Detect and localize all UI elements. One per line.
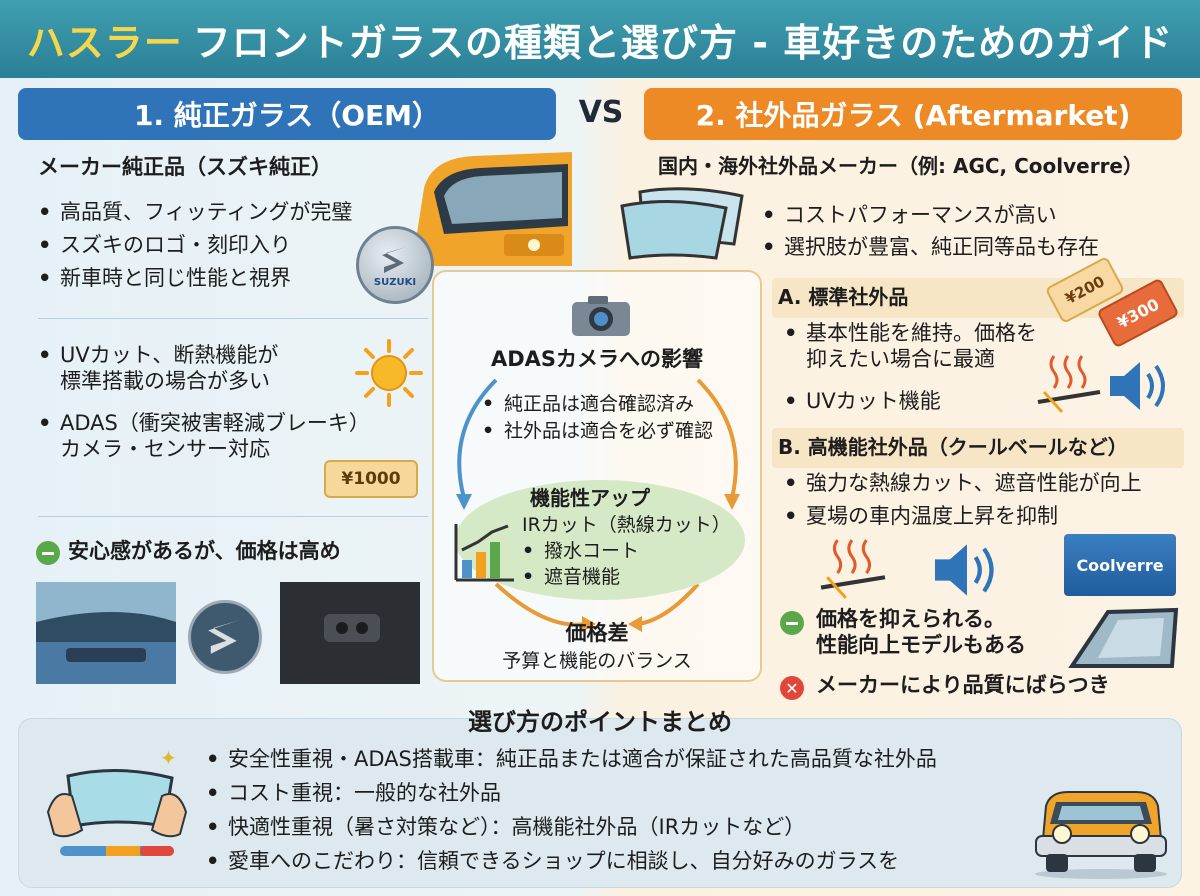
oem-subtitle: メーカー純正品（スズキ純正）	[38, 155, 332, 179]
premium-bullet: •夏場の車内温度上昇を抑制	[784, 504, 1058, 528]
camera-unit-photo	[280, 582, 420, 684]
minus-icon	[36, 541, 60, 565]
title-accent: ハスラー	[26, 20, 183, 65]
windshield-icon	[620, 187, 744, 260]
oem-bullet: •新車時と同じ性能と視界	[38, 266, 291, 290]
summary-panel	[18, 718, 1182, 888]
summary-point: •安全性重視・ADAS搭載車：純正品または適合が保証された高品質な社外品	[206, 747, 937, 771]
func-item: •遮音機能	[522, 566, 621, 588]
speaker-icon	[935, 544, 994, 596]
aftermarket-bullet: •選択肢が豊富、純正同等品も存在	[762, 235, 1099, 259]
oem-header: 1. 純正ガラス（OEM）	[18, 88, 556, 140]
yellow-car-illustration	[1035, 791, 1167, 879]
divider	[38, 318, 428, 319]
page-title: ハスラー フロントガラスの種類と選び方 - 車好きのためのガイド	[0, 0, 1200, 78]
price-tag: ¥1000	[324, 460, 418, 498]
summary-point: •コスト重視：一般的な社外品	[206, 781, 501, 805]
aftermarket-header: 2. 社外品ガラス (Aftermarket)	[644, 88, 1182, 140]
func-item: •撥水コート	[522, 540, 640, 562]
side-window-glass-icon	[1068, 607, 1179, 668]
summary-title: 選び方のポイントまとめ	[468, 708, 732, 736]
camera-bullet: •純正品は適合確認済み	[482, 393, 695, 415]
oem-feature: •UVカット、断熱機能が標準搭載の場合が多い	[38, 343, 279, 394]
sparkle-icon: ✦	[160, 746, 177, 770]
summary-point: •愛車へのこだわり：信頼できるショップに相談し、自分好みのガラスを	[206, 849, 900, 873]
price-title: 価格差	[565, 621, 629, 645]
suzuki-logo-icon	[208, 620, 240, 654]
summary-point: •快適性重視（暑さ対策など）：高機能社外品（IRカットなど）	[206, 815, 806, 839]
camera-icon	[572, 296, 630, 336]
suzuki-logo-icon	[382, 246, 406, 273]
standard-bullet: •UVカット機能	[784, 389, 941, 413]
hands-windshield-icon	[46, 768, 188, 856]
standard-title: A. 標準社外品	[778, 285, 909, 309]
aftermarket-pro: 価格を抑えられる。性能向上モデルもある	[816, 607, 1026, 658]
camera-bullet: •社外品は適合を必ず確認	[482, 420, 714, 442]
suzuki-badge-text: SUZUKI	[373, 276, 417, 288]
cycle-arrows	[456, 378, 740, 632]
premium-title: B. 高機能社外品（クールベールなど）	[778, 435, 1128, 459]
divider	[38, 516, 428, 517]
aftermarket-subtitle: 国内・海外社外品メーカー（例: AGC, Coolverre）	[658, 154, 1143, 178]
oem-con: 安心感があるが、価格は高め	[68, 539, 341, 563]
center-panel	[432, 270, 762, 682]
camera-title: ADASカメラへの影響	[490, 347, 704, 371]
minus-icon	[780, 611, 804, 635]
func-item: IRカット（熱線カット）	[522, 514, 731, 536]
bar-chart-icon	[454, 524, 514, 582]
vs-label: VS	[578, 95, 624, 130]
premium-bullet: •強力な熱線カット、遮音性能が向上	[784, 471, 1142, 495]
oem-feature: •ADAS（衝突被害軽減ブレーキ）カメラ・センサー対応	[38, 411, 370, 462]
oem-bullet: •スズキのロゴ・刻印入り	[38, 233, 291, 257]
func-title: 機能性アップ	[530, 486, 650, 510]
interior-photo	[36, 582, 176, 684]
heat-cut-icon	[1037, 355, 1101, 414]
aftermarket-bullet: •コストパフォーマンスが高い	[762, 203, 1057, 227]
title-main: フロントガラスの種類と選び方 - 車好きのためのガイド	[192, 20, 1174, 65]
sun-icon	[355, 339, 423, 407]
standard-bullet: •基本性能を維持。価格を抑えたい場合に最適	[784, 321, 1037, 372]
suzuki-emblem	[188, 600, 262, 674]
cross-icon: ✕	[780, 676, 804, 700]
yellow-car-front-illustration	[412, 152, 572, 266]
oem-bullet: •高品質、フィッティングが完璧	[38, 200, 353, 224]
premium-header-bg	[772, 428, 1184, 468]
coolverre-brand-box: Coolverre	[1064, 534, 1176, 596]
heat-cut-icon	[820, 539, 886, 599]
aftermarket-con: メーカーにより品質にばらつき	[816, 673, 1110, 697]
speaker-icon	[1110, 362, 1165, 410]
suzuki-badge: SUZUKI	[356, 226, 434, 304]
price-sub: 予算と機能のバランス	[502, 650, 692, 672]
